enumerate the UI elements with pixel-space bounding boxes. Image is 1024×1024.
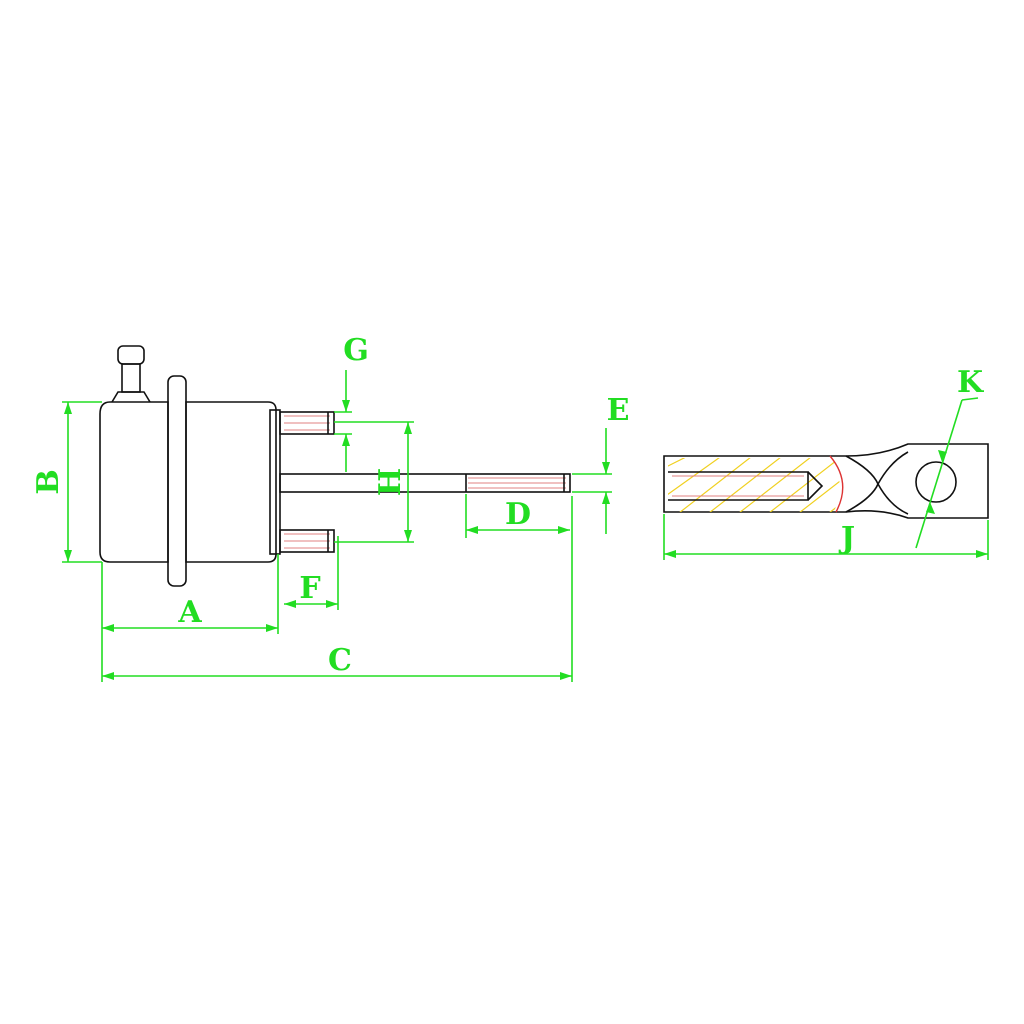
upper-stud [279, 411, 335, 435]
dimension-j: J [663, 514, 989, 560]
mounting-flange [167, 375, 187, 587]
hose-nipple-stem [121, 363, 141, 393]
actuator-body [99, 345, 571, 587]
clevis-eye-hole [915, 461, 957, 503]
dimension-d: D [465, 494, 570, 538]
canister-left [99, 401, 169, 563]
label-b: B [31, 469, 66, 494]
label-j: J [838, 521, 855, 556]
label-k: K [957, 365, 984, 400]
dimension-f: F [284, 536, 339, 610]
label-e: E [607, 393, 630, 428]
label-c: C [328, 643, 352, 678]
hose-nipple-cap [117, 345, 145, 365]
label-d: D [505, 497, 531, 532]
housing-collar [269, 409, 281, 555]
dimension-a: A [101, 554, 279, 682]
dimension-k: K [915, 365, 984, 549]
canister-right [185, 401, 277, 563]
section-boundary [829, 455, 844, 513]
dimension-b: B [31, 401, 102, 563]
rod-end-clevis [663, 443, 989, 519]
label-f: F [299, 571, 320, 606]
clevis-outline [663, 443, 989, 519]
label-a: A [177, 595, 202, 630]
dimension-g: G [334, 333, 369, 472]
dimension-e: E [572, 393, 629, 534]
label-g: G [343, 333, 369, 368]
actuator-rod [279, 473, 571, 493]
lower-stud [279, 529, 335, 553]
threaded-bore [668, 471, 809, 501]
label-h: H [373, 468, 408, 496]
dimension-c: C [102, 496, 573, 682]
dimension-h: H [334, 421, 414, 543]
hose-nipple-base [111, 391, 151, 403]
